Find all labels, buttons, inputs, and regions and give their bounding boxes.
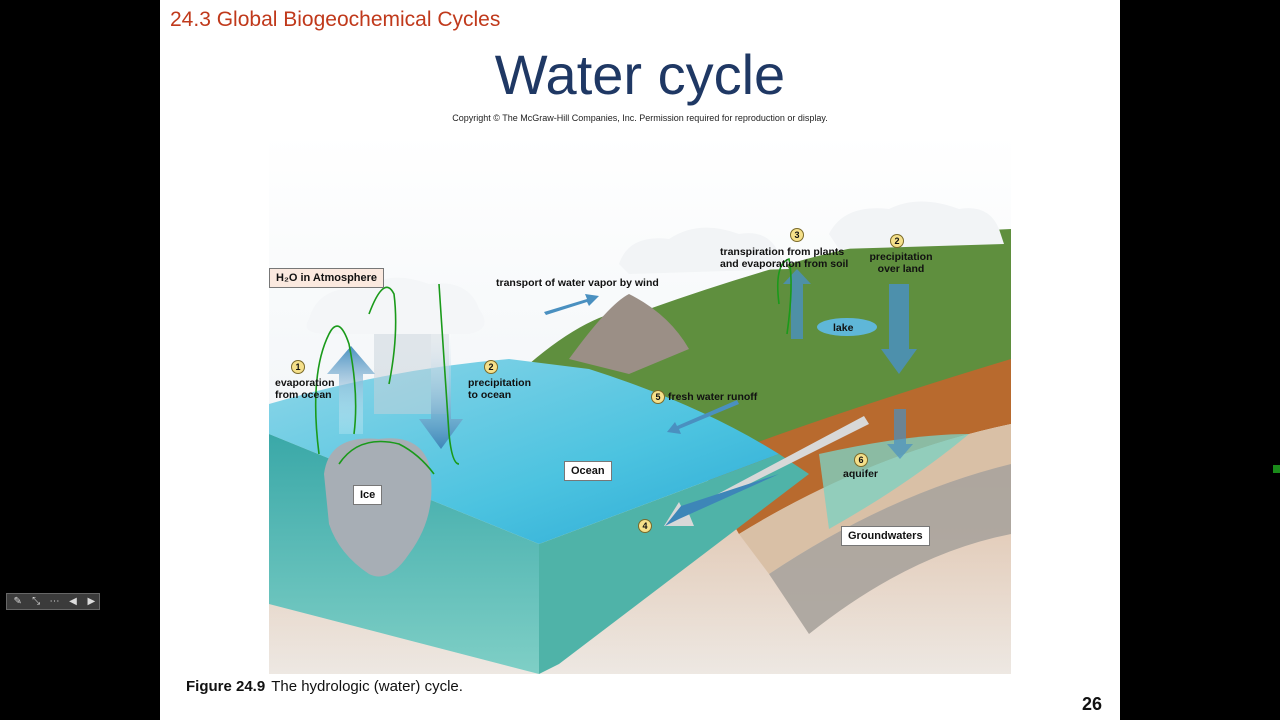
aquifer-label: aquifer — [843, 468, 879, 480]
scroll-indicator[interactable] — [1273, 465, 1280, 473]
step-2-land-badge: 2 — [890, 234, 904, 248]
slideshow-toolbar: ✎ ⤡ ⋯ ◀ ▶ — [6, 593, 100, 610]
caption-label: Figure 24.9 — [186, 678, 266, 695]
prev-arrow-icon[interactable]: ◀ — [69, 596, 77, 607]
step-3-badge: 3 — [790, 228, 804, 242]
ocean-label: Ocean — [564, 461, 612, 481]
menu-dots-icon[interactable]: ⋯ — [49, 596, 60, 607]
ice-label: Ice — [353, 485, 383, 505]
water-cycle-figure: H₂O in Atmosphere transport of water vap… — [269, 134, 1011, 674]
caption-text: The hydrologic (water) cycle. — [271, 678, 463, 695]
step-2-ocean-badge: 2 — [484, 360, 498, 374]
step-5-badge: 5 — [651, 390, 665, 404]
water-cycle-illustration — [269, 134, 1011, 674]
groundwaters-label: Groundwaters — [841, 526, 930, 546]
annotation-ink — [314, 257, 792, 475]
figure-caption: Figure 24.9 The hydrologic (water) cycle. — [186, 678, 463, 695]
wind-label: transport of water vapor by wind — [496, 277, 659, 289]
pointer-icon[interactable]: ⤡ — [32, 596, 41, 607]
transpiration-label: transpiration from plants and evaporatio… — [720, 246, 849, 270]
pen-icon[interactable]: ✎ — [13, 596, 22, 607]
step-4-badge: 4 — [638, 519, 652, 533]
slide-title: Water cycle — [494, 43, 786, 106]
slide: 24.3 Global Biogeochemical Cycles Water … — [160, 0, 1120, 720]
atmosphere-label: H₂O in Atmosphere — [269, 268, 385, 288]
next-arrow-icon[interactable]: ▶ — [87, 596, 96, 607]
lake-label: lake — [833, 322, 854, 334]
evaporation-label: evaporation from ocean — [275, 377, 335, 401]
precipitation-land-label: precipitation over land — [869, 251, 933, 275]
step-1-badge: 1 — [291, 360, 305, 374]
copyright-notice: Copyright © The McGraw-Hill Companies, I… — [452, 113, 828, 123]
step-6-badge: 6 — [854, 453, 868, 467]
runoff-label: fresh water runoff — [668, 391, 758, 403]
section-title: 24.3 Global Biogeochemical Cycles — [170, 8, 501, 31]
precipitation-ocean-label: precipitation to ocean — [468, 377, 532, 401]
page-number: 26 — [1081, 694, 1102, 714]
